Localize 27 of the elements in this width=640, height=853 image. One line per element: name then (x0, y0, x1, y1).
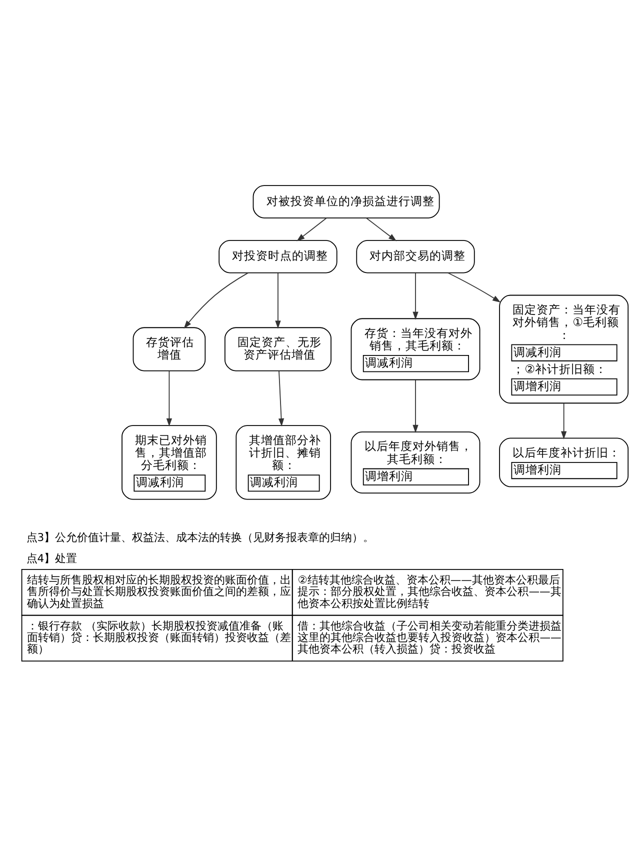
label: 点3】公允价值计量、权益法、成本法的转换（见财务报表章的归纳）。 (26, 531, 374, 544)
node-box: 以后年度对外销售，其毛利额： 调增利润 (350, 431, 480, 494)
arrow (366, 218, 397, 242)
label: 结转与所售股权相对应的长期股权投资的账面价值，出售所得价与处置长期股权投资账面价值之间的差额，应确认为处置损益 (27, 573, 292, 610)
node-box: 期末已对外销售，其增值部分毛利额： 调减利润 (122, 425, 217, 500)
arrow (275, 272, 281, 329)
node-box: 存货：当年没有对外销售，其毛利额： 调减利润 (350, 318, 480, 380)
label: ②结转其他综合收益、资本公积——其他资本公积最后提示：部分股权处置，其他综合收益、资本公积——其他资本公积按处置比例结转 (298, 573, 562, 610)
label: 点4】处置 (26, 552, 78, 565)
arrow (561, 402, 567, 440)
arrow (412, 380, 418, 433)
arrow (296, 218, 327, 242)
arrow (448, 272, 501, 302)
arrow (278, 370, 284, 427)
node-box: 对投资时点的调整 (218, 240, 338, 274)
node-box: 存货评估增值 (132, 327, 206, 372)
node-box: 以后年度补计折旧： 调增利润 (499, 438, 629, 488)
node-box: 对内部交易的调整 (356, 240, 475, 274)
arrow (184, 272, 249, 329)
node-box: 固定资产、无形资产评估增值 (224, 327, 332, 372)
label: ：银行存款 （实际收款）长期股权投资减值准备（账面转销）贷：长期股权投资（账面转销）投资收益（差额） (27, 619, 292, 656)
node-box: 对被投资单位的净损益进行调整 (252, 185, 440, 218)
arrow (166, 370, 172, 427)
node-box: 固定资产：当年没有对外销售，①毛利额： 调减利润 ；②补计折旧额： 调增利润 (499, 294, 629, 404)
node-box: 其增值部分补计折旧、摊销额： 调减利润 (236, 425, 331, 500)
arrow (412, 272, 418, 320)
label: 借：其他综合收益（子公司相关变动若能重分类进损益这里的其他综合收益也要转入投资收益）资本公积——其他资本公积（转入损益）贷：投资收益 (298, 619, 562, 656)
